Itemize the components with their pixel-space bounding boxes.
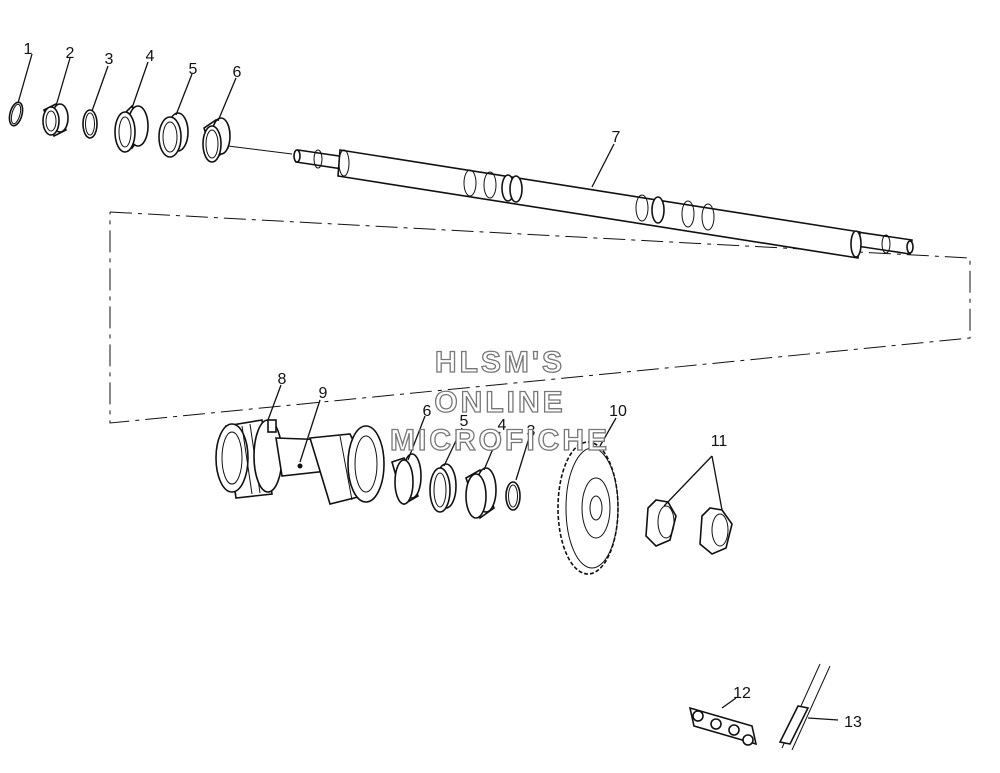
assembly-boundary [109,211,971,424]
callout-6: 6 [233,64,242,81]
part-6-sleeve-mid [391,453,422,506]
part-9-grease-fitting [297,463,303,469]
callout-6-mid: 6 [423,403,432,420]
callout-13: 13 [844,714,862,731]
part-13-chain [778,663,831,751]
part-4-sleeve-mid [465,467,497,520]
part-1-snap-ring [8,101,24,127]
callout-11: 11 [711,433,728,450]
part-5-seal [158,112,189,158]
callout-5-mid: 5 [460,413,469,430]
callout-7: 7 [612,129,621,146]
callout-12: 12 [733,685,751,702]
watermark-line-3: MICROFICHE [389,423,610,457]
part-2-bearing [42,102,69,138]
part-10-sprocket [557,441,619,575]
callout-4-mid: 4 [498,417,507,434]
callout-8: 8 [278,371,287,388]
callout-3-mid: 3 [527,423,536,440]
watermark-line-2: ONLINE [434,385,566,419]
callout-1: 1 [24,41,33,58]
part-7-axle-shaft [293,149,914,259]
callout-9: 9 [319,385,328,402]
leader-lines [17,53,839,721]
part-8-bearing-carrier [215,419,385,505]
part-4-sleeve [114,104,149,153]
part-5-seal-mid [429,463,457,513]
part-12-chain-link [688,706,758,746]
callout-10: 10 [609,403,627,420]
part-3-o-ring-mid [505,481,521,511]
callout-5: 5 [189,61,198,78]
callout-4: 4 [146,48,155,65]
part-3-o-ring [82,109,98,139]
callout-2: 2 [66,45,75,62]
part-11-nut-b [699,507,733,555]
watermark-line-1: HLSM'S [434,345,566,379]
part-6-sleeve [202,117,231,163]
part-11-nut-a [645,499,677,547]
callout-3: 3 [105,51,114,68]
